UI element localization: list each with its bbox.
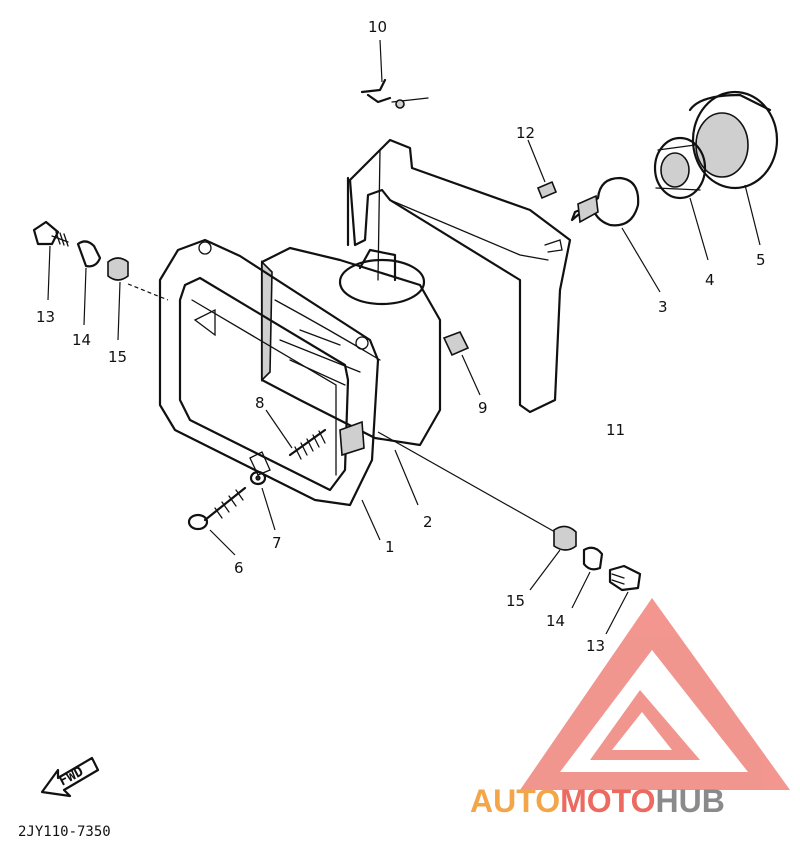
part-3-bulb [570,176,661,293]
callout-12: 12 [516,124,535,142]
part-9-clip-nut [442,330,481,396]
callout-7: 7 [272,534,282,552]
callout-15-right: 15 [506,592,525,610]
callout-10: 10 [368,18,387,36]
callout-4: 4 [705,271,715,289]
callout-13-right: 13 [586,637,605,655]
watermark-logo [520,598,790,790]
callout-11: 11 [606,421,625,439]
part-6-screw [187,486,247,556]
callout-15-left: 15 [108,348,127,366]
left-fasteners [32,220,169,341]
callout-9: 9 [478,399,488,417]
callout-6: 6 [234,559,244,577]
watermark-hub: HUB [655,783,724,819]
part-8-adjust-screw [265,409,327,460]
callout-14-right: 14 [546,612,565,630]
part-5-socket-cover [688,90,779,246]
watermark-text: AUTOMOTOHUB [470,783,725,819]
part-2-headlight-unit [260,246,442,506]
fwd-arrow: FWD [40,756,100,798]
watermark-auto: AUTO [470,783,560,819]
right-fasteners [377,431,642,635]
part-11-headlight-stay [346,138,572,414]
part-7-washer [249,470,276,531]
part-4-socket [653,136,709,261]
part-1-headlight-rim [158,238,381,541]
callout-13-left: 13 [36,308,55,326]
callout-2: 2 [423,513,433,531]
part-12-screw [527,139,558,200]
callout-1: 1 [385,538,395,556]
callout-8: 8 [255,394,265,412]
callout-5: 5 [756,251,766,269]
part-10-pin [360,39,429,109]
callout-3: 3 [658,298,668,316]
watermark-moto: MOTO [560,783,655,819]
diagram-code: 2JY110-7350 [18,824,111,840]
callout-14-left: 14 [72,331,91,349]
